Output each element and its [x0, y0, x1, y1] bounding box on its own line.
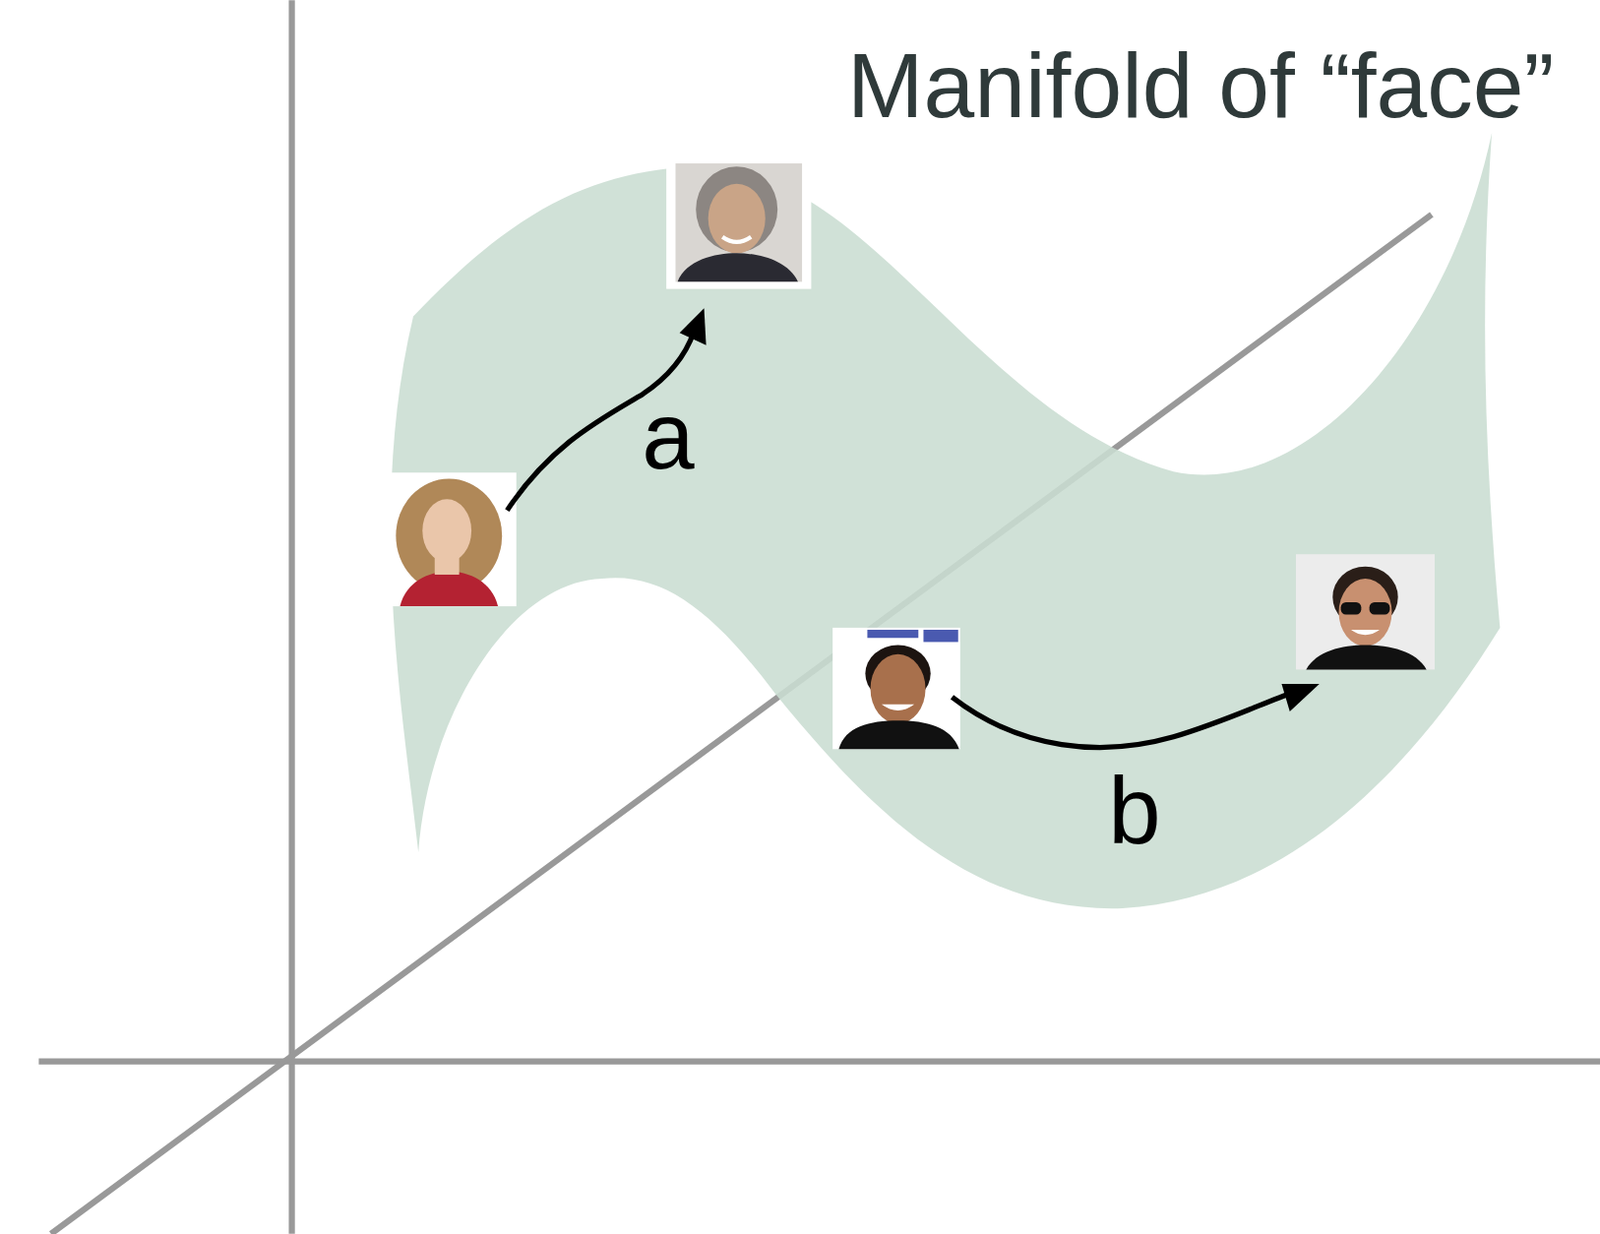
diagram-title: Manifold of “face” [847, 35, 1554, 136]
face-manifold [390, 132, 1500, 909]
face-thumbnail [666, 158, 811, 290]
transition-arrow [952, 683, 1320, 748]
horizontal-axis [38, 1057, 1600, 1064]
vertical-axis [288, 0, 295, 1234]
arrow-label: b [1107, 763, 1161, 859]
face-thumbnail [832, 627, 961, 749]
face-thumbnail [378, 472, 517, 607]
arrow-label: a [641, 388, 694, 484]
transition-arrow [506, 307, 706, 510]
face-thumbnail [1295, 553, 1435, 670]
axes [38, 0, 1600, 1234]
